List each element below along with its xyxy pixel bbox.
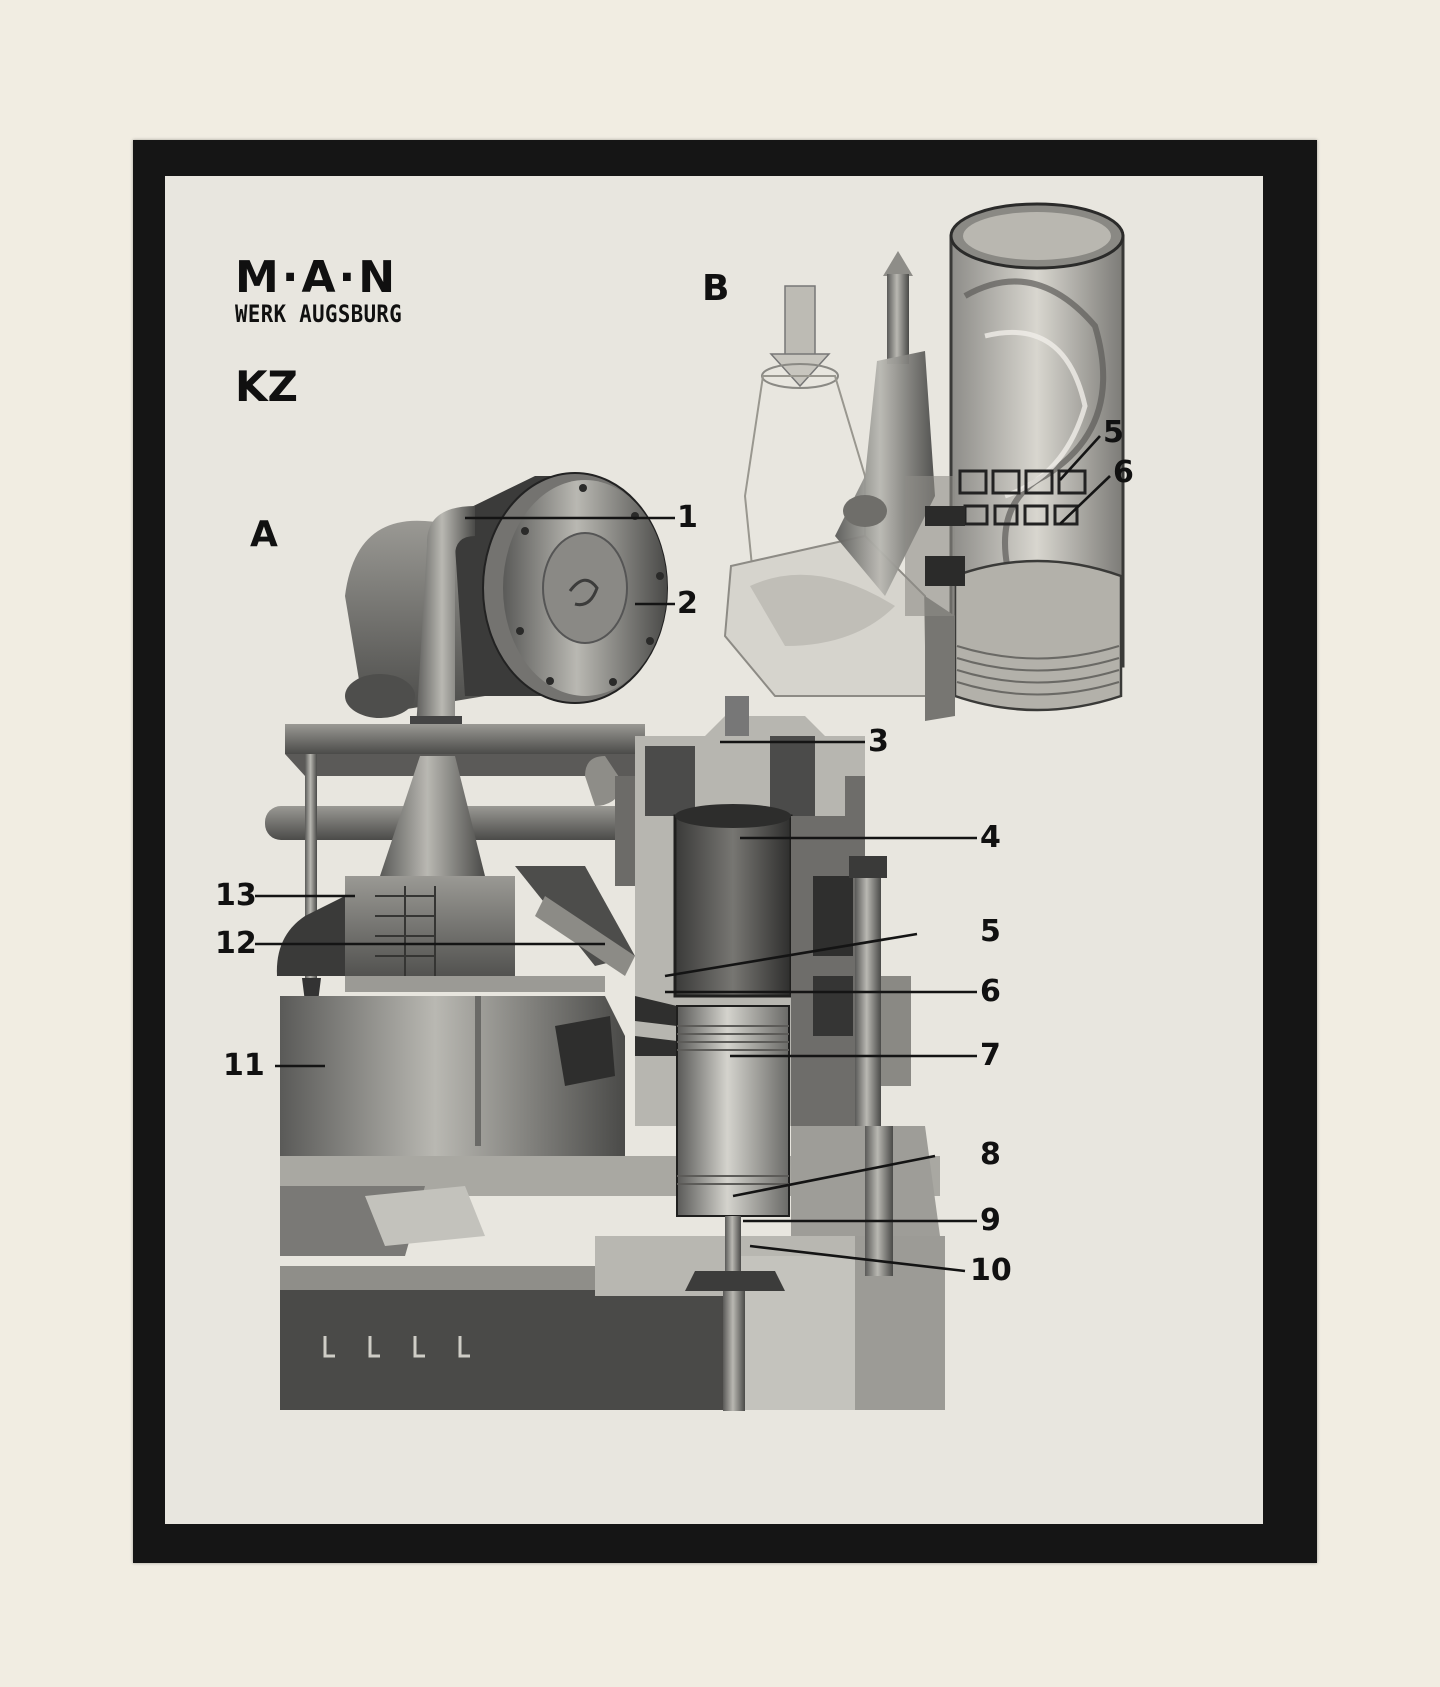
callout-a-2: 2 <box>677 586 698 621</box>
callout-a-13: 13 <box>215 878 257 913</box>
callout-a-3: 3 <box>868 724 889 759</box>
model-designation: KZ <box>235 362 298 411</box>
photo-mount: M·A·N WERK AUGSBURG KZ A B 1 2 3 4 5 6 7… <box>133 140 1317 1563</box>
view-b-schematic <box>723 202 1125 721</box>
callout-a-5: 5 <box>980 914 1001 949</box>
callout-a-6: 6 <box>980 974 1001 1009</box>
view-a-cutaway <box>265 472 945 1411</box>
view-label-b: B <box>702 268 730 309</box>
callout-b-6: 6 <box>1113 455 1134 490</box>
callout-a-8: 8 <box>980 1137 1001 1172</box>
callout-a-10: 10 <box>970 1253 1012 1288</box>
callout-a-1: 1 <box>677 500 698 535</box>
callout-b-5: 5 <box>1103 415 1124 450</box>
callout-a-7: 7 <box>980 1038 1001 1073</box>
logo-plant: WERK AUGSBURG <box>235 300 403 328</box>
callout-a-12: 12 <box>215 926 257 961</box>
callout-a-11: 11 <box>223 1048 265 1083</box>
view-label-a: A <box>250 514 278 555</box>
callout-a-4: 4 <box>980 820 1001 855</box>
leader-lines <box>255 435 1111 1273</box>
callout-a-9: 9 <box>980 1203 1001 1238</box>
logo-brand: M·A·N <box>235 252 399 303</box>
man-logo: M·A·N WERK AUGSBURG <box>235 252 445 329</box>
engine-cutaway-illustration <box>255 202 1125 1411</box>
photo-print: M·A·N WERK AUGSBURG KZ A B 1 2 3 4 5 6 7… <box>165 176 1263 1524</box>
